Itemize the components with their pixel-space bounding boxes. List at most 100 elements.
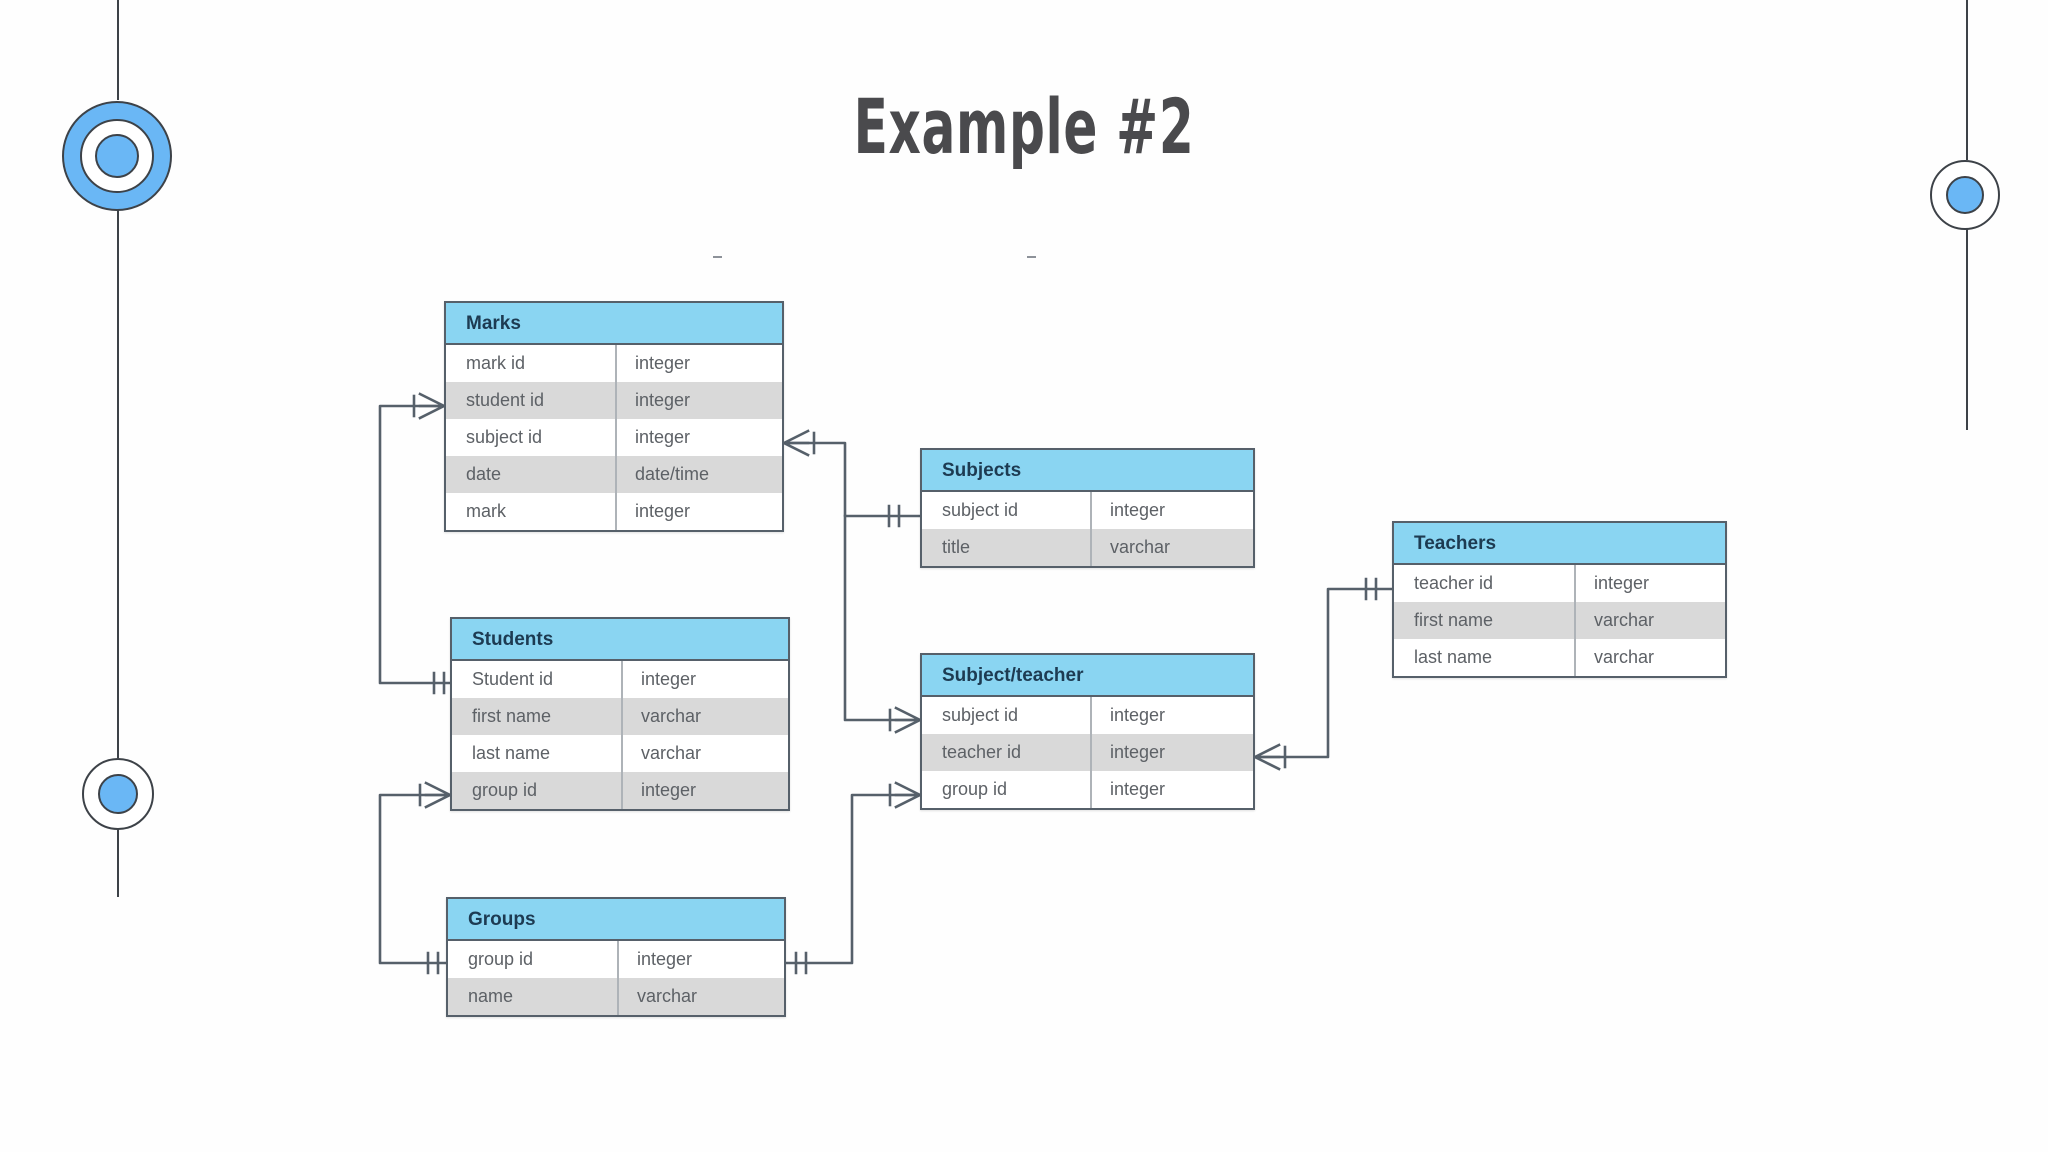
entity-table-groups[interactable]: Groups group id integer name varchar [446,897,786,1017]
entity-title-groups: Groups [448,899,784,941]
table-row[interactable]: group id integer [448,941,784,978]
column-name: first name [1394,602,1576,639]
column-name: student id [446,382,617,419]
entity-title-marks: Marks [446,303,782,345]
column-type: varchar [1594,647,1655,667]
one-bar-groups-right [794,951,808,975]
entity-title-students: Students [452,619,788,661]
one-bar-teachers [1364,577,1378,601]
column-type: varchar [637,986,698,1006]
page-title: Example #2 [853,82,1195,171]
table-row[interactable]: subject id integer [922,697,1253,734]
entity-columns-groups: group id integer name varchar [448,941,784,1015]
crowfoot-subjteacher-teacher [1253,743,1281,771]
table-row[interactable]: student id integer [446,382,782,419]
link-subjects-subjteacher [843,514,922,722]
column-type: integer [635,501,691,521]
entity-title-teachers: Teachers [1394,523,1725,565]
entity-table-teachers[interactable]: Teachers teacher id integer first name v… [1392,521,1727,678]
decor-rail-left-bottom [117,812,119,897]
crowfoot-marks-subject [782,429,810,457]
table-row[interactable]: mark id integer [446,345,782,382]
column-name: first name [452,698,623,735]
table-row[interactable]: group id integer [452,772,788,809]
link-students-marks [378,404,452,685]
link-groups-students [378,793,452,965]
table-row[interactable]: group id integer [922,771,1253,808]
column-type: integer [635,427,691,447]
one-bar-subjects-left [887,504,901,528]
decor-rail-right-top [1966,0,1968,160]
column-name: teacher id [922,734,1092,771]
one-bar-students [432,671,446,695]
column-type: integer [641,780,697,800]
entity-title-subjects: Subjects [922,450,1253,492]
column-name: subject id [922,492,1092,529]
entity-columns-subject-teacher: subject id integer teacher id integer gr… [922,697,1253,808]
column-type: varchar [1110,537,1171,557]
column-type: varchar [1594,610,1655,630]
entity-table-subjects[interactable]: Subjects subject id integer title varcha… [920,448,1255,568]
column-type: integer [1110,705,1166,725]
column-name: group id [448,941,619,978]
decor-rail-right-bottom [1966,228,1968,430]
entity-columns-teachers: teacher id integer first name varchar la… [1394,565,1725,676]
column-type: integer [641,669,697,689]
entity-table-subject-teacher[interactable]: Subject/teacher subject id integer teach… [920,653,1255,810]
entity-table-students[interactable]: Students Student id integer first name v… [450,617,790,811]
column-type: integer [635,390,691,410]
table-row[interactable]: subject id integer [446,419,782,456]
column-name: title [922,529,1092,566]
column-name: Student id [452,661,623,698]
table-row[interactable]: title varchar [922,529,1253,566]
column-type: integer [1594,573,1650,593]
column-name: last name [452,735,623,772]
entity-title-subject-teacher: Subject/teacher [922,655,1253,697]
column-type: integer [635,353,691,373]
entity-table-marks[interactable]: Marks mark id integer student id integer… [444,301,784,532]
stray-mark-left [713,256,722,258]
table-row[interactable]: last name varchar [452,735,788,772]
column-name: group id [452,772,623,809]
table-row[interactable]: first name varchar [452,698,788,735]
entity-columns-subjects: subject id integer title varchar [922,492,1253,566]
entity-columns-marks: mark id integer student id integer subje… [446,345,782,530]
link-groups-subjteacher [784,793,922,965]
column-type: varchar [641,706,702,726]
column-name: name [448,978,619,1015]
stray-mark-right [1027,256,1036,258]
entity-columns-students: Student id integer first name varchar la… [452,661,788,809]
link-subjects-marks [782,441,922,518]
dot-circle-right-center [1946,176,1984,214]
column-name: group id [922,771,1092,808]
table-row[interactable]: teacher id integer [1394,565,1725,602]
table-row[interactable]: date date/time [446,456,782,493]
column-name: subject id [446,419,617,456]
crowfoot-subjteacher-subject [894,706,922,734]
one-bar-groups-left [426,951,440,975]
column-type: varchar [641,743,702,763]
column-type: integer [1110,742,1166,762]
link-teachers-subjteacher [1253,587,1394,759]
column-name: last name [1394,639,1576,676]
column-name: mark id [446,345,617,382]
dot-circle-left-center [98,774,138,814]
table-row[interactable]: teacher id integer [922,734,1253,771]
table-row[interactable]: first name varchar [1394,602,1725,639]
crowfoot-students-group [424,781,452,809]
column-name: mark [446,493,617,530]
column-name: teacher id [1394,565,1576,602]
table-row[interactable]: Student id integer [452,661,788,698]
column-type: integer [1110,500,1166,520]
crowfoot-subjteacher-group [894,781,922,809]
decor-rail-left-top [117,0,119,100]
table-row[interactable]: last name varchar [1394,639,1725,676]
table-row[interactable]: subject id integer [922,492,1253,529]
column-type: integer [637,949,693,969]
table-row[interactable]: mark integer [446,493,782,530]
crowfoot-marks-student [418,392,446,420]
column-name: date [446,456,617,493]
table-row[interactable]: name varchar [448,978,784,1015]
